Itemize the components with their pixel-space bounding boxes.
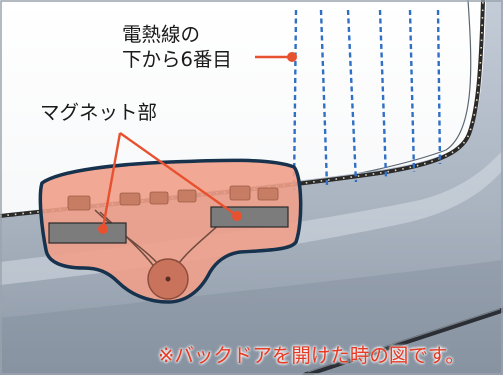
heater-line-5 <box>319 9 329 187</box>
magnet-callout-dot-right <box>232 211 242 221</box>
heater-line-2 <box>408 9 416 173</box>
heater-lines <box>292 9 442 191</box>
magnet-part-label: マグネット部 <box>40 101 158 124</box>
mount-pads <box>67 185 279 211</box>
heater-line-label: 電熱線の 下から6番目 <box>122 22 232 72</box>
grommet-center <box>165 276 171 282</box>
heater-line-1 <box>436 9 442 165</box>
heater-callout-dot <box>287 52 297 62</box>
magnet-callout-lines <box>101 132 237 229</box>
door-body-shadow <box>0 260 503 375</box>
back-door-open-note: ※バックドアを開けた時の図です。 <box>158 344 465 367</box>
heater-line-4 <box>346 9 358 183</box>
gas-strut-shine <box>307 308 501 373</box>
magnet-strip-left <box>48 222 127 244</box>
heater-line-3 <box>378 9 388 179</box>
heater-label-line2: 下から6番目 <box>122 48 232 71</box>
gas-strut <box>302 307 503 375</box>
heater-line-6 <box>292 9 298 191</box>
heater-label-line1: 電熱線の <box>122 23 201 46</box>
magnet-callout-dot-left <box>98 224 108 234</box>
magnet-strip-right <box>210 206 289 228</box>
